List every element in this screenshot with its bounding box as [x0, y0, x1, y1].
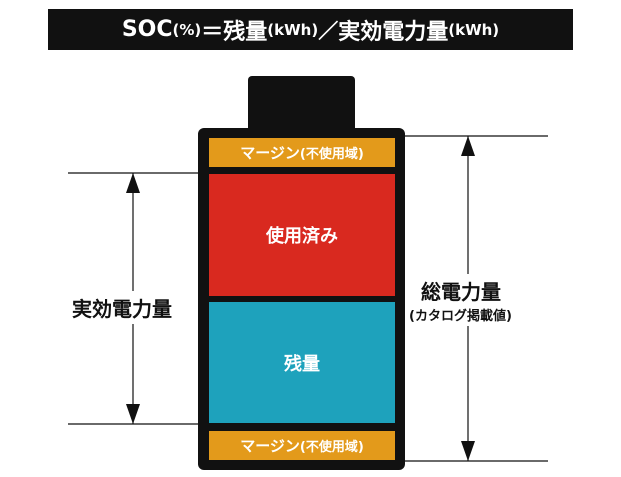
total-capacity-label: 総電力量 [421, 274, 501, 307]
effective-arrow-bottom-icon [126, 404, 140, 424]
bottom-margin-segment: マージン (不使用域) [209, 431, 395, 460]
total-capacity-note: (カタログ掲載値) [409, 303, 512, 326]
bottom-margin-label: マージン [240, 437, 300, 455]
top-margin-label: マージン [240, 144, 300, 162]
title-kwh-unit-1: (kWh) [267, 20, 319, 39]
used-label: 使用済み [266, 226, 338, 247]
total-arrow-top-icon [461, 136, 475, 156]
effective-arrow-top-icon [126, 173, 140, 193]
title-percent-unit: (%) [172, 20, 202, 39]
formula-title-bar: SOC (%) ＝残量 (kWh) ／ 実効電力量 (kWh) [48, 9, 573, 50]
effective-capacity-label: 実効電力量 [72, 291, 172, 324]
remaining-label: 残量 [284, 353, 320, 375]
top-margin-segment: マージン (不使用域) [209, 138, 395, 167]
battery-terminal [248, 76, 355, 132]
title-effective-capacity: 実効電力量 [338, 19, 449, 45]
bottom-margin-sub-label: (不使用域) [299, 440, 364, 455]
remaining-segment: 残量 [209, 302, 395, 423]
top-margin-sub-label: (不使用域) [299, 147, 364, 162]
title-kwh-unit-2: (kWh) [448, 20, 500, 39]
title-soc: SOC [121, 17, 173, 42]
used-segment: 使用済み [209, 174, 395, 296]
title-equals-remaining: ＝残量 [201, 19, 268, 45]
title-slash: ／ [318, 19, 339, 43]
total-arrow-bottom-icon [461, 441, 475, 461]
